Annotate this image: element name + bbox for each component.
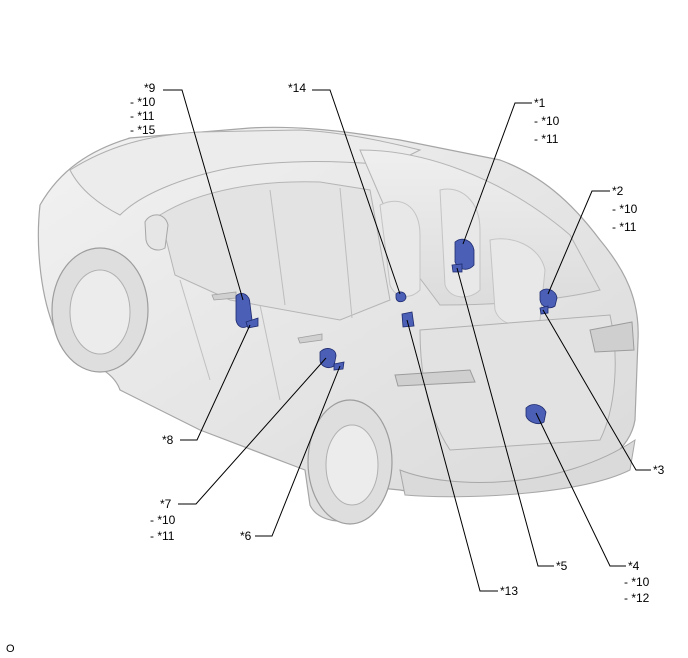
callout-9: *9 - *10 - *11 - *15 (130, 81, 156, 137)
callout-3: *3 (653, 463, 664, 477)
component-8 (245, 317, 259, 329)
callout-4-sub: - *12 (624, 591, 650, 605)
callout-1-main: *1 (534, 96, 546, 110)
callout-2: *2 - *10 - *11 (612, 184, 637, 234)
component-13 (401, 311, 415, 328)
callout-7-sub: - *11 (150, 529, 175, 543)
figure-code: O (6, 643, 15, 655)
leader-4 (535, 412, 626, 567)
callout-9-main: *9 (144, 81, 156, 95)
car-roof (69, 129, 422, 216)
callout-7-main: *7 (160, 497, 172, 511)
callout-1-sub: - *11 (534, 132, 559, 146)
callout-7: *7 - *10 - *11 (150, 497, 175, 543)
leader-9 (163, 89, 244, 301)
leader-6 (255, 365, 341, 537)
component-2 (539, 288, 558, 309)
callout-6: *6 (240, 529, 251, 543)
callout-7-sub: - *10 (150, 513, 176, 527)
leader-2 (547, 190, 610, 295)
callout-2-sub: - *10 (612, 202, 638, 216)
component-3 (539, 305, 549, 315)
callout-13: *13 (500, 584, 518, 598)
callout-14-main: *14 (288, 81, 307, 95)
side-windows (159, 181, 391, 321)
callout-5: *5 (556, 559, 567, 573)
callout-4-main: *4 (628, 559, 640, 573)
callout-13-main: *13 (500, 584, 519, 598)
callout-5-main: *5 (556, 559, 568, 573)
callout-9-sub: - *15 (130, 123, 156, 137)
callout-2-sub: - *11 (612, 220, 637, 234)
callout-3-main: *3 (653, 463, 665, 477)
leader-7 (178, 357, 327, 505)
callout-9-sub: - *11 (130, 109, 155, 123)
callout-14: *14 (288, 81, 306, 95)
leader-14 (312, 89, 401, 295)
callout-6-main: *6 (240, 529, 252, 543)
leader-8 (180, 324, 251, 441)
callout-4: *4 - *10 - *12 (624, 559, 649, 605)
callout-1: *1 - *10 - *11 (534, 96, 559, 146)
leader-5 (456, 267, 554, 567)
callout-8: *8 (162, 433, 173, 447)
leader-3 (542, 309, 651, 471)
component-6 (333, 361, 345, 371)
callout-4-sub: - *10 (624, 575, 650, 589)
callout-9-sub: - *10 (130, 95, 156, 109)
component-14 (395, 291, 407, 303)
leader-13 (406, 319, 498, 592)
callout-2-main: *2 (612, 184, 624, 198)
leader-1 (462, 102, 532, 245)
callout-8-main: *8 (162, 433, 174, 447)
callout-1-sub: - *10 (534, 114, 560, 128)
